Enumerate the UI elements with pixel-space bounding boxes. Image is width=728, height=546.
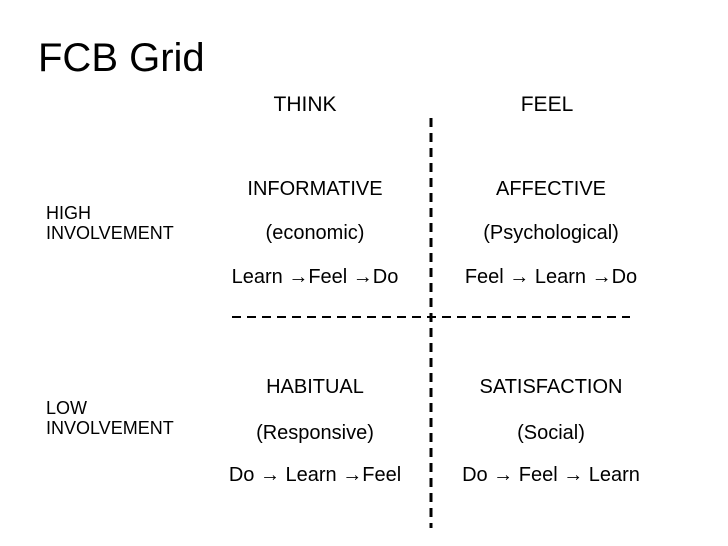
row-header-low-line1: LOW [46, 398, 88, 418]
row-header-low-line2: INVOLVEMENT [46, 418, 174, 438]
row-header-high-line2: INVOLVEMENT [46, 223, 174, 243]
cell-informative-name: INFORMATIVE [247, 178, 383, 200]
cell-affective-type: (Psychological) [483, 222, 619, 244]
row-header-low: LOW INVOLVEMENT [46, 398, 174, 438]
cell-informative-sequence: Learn →Feel →Do [231, 266, 399, 288]
cell-affective-sequence: Feel → Learn →Do [464, 266, 638, 288]
row-header-high-line1: HIGH [46, 203, 91, 223]
page-title: FCB Grid [38, 36, 205, 80]
cell-informative-type: (economic) [265, 222, 365, 244]
cell-habitual-name: HABITUAL [266, 376, 364, 398]
cell-affective-name: AFFECTIVE [495, 178, 606, 200]
row-header-high: HIGH INVOLVEMENT [46, 203, 174, 243]
cell-habitual-type: (Responsive) [256, 422, 374, 444]
cell-habitual-sequence: Do → Learn →Feel [228, 464, 402, 486]
cell-satisfaction-name: SATISFACTION [479, 376, 623, 398]
cell-satisfaction-type: (Social) [517, 422, 585, 444]
column-header-think: THINK [273, 93, 337, 116]
column-header-feel: FEEL [520, 93, 574, 116]
cell-satisfaction-sequence: Do → Feel → Learn [462, 464, 640, 486]
